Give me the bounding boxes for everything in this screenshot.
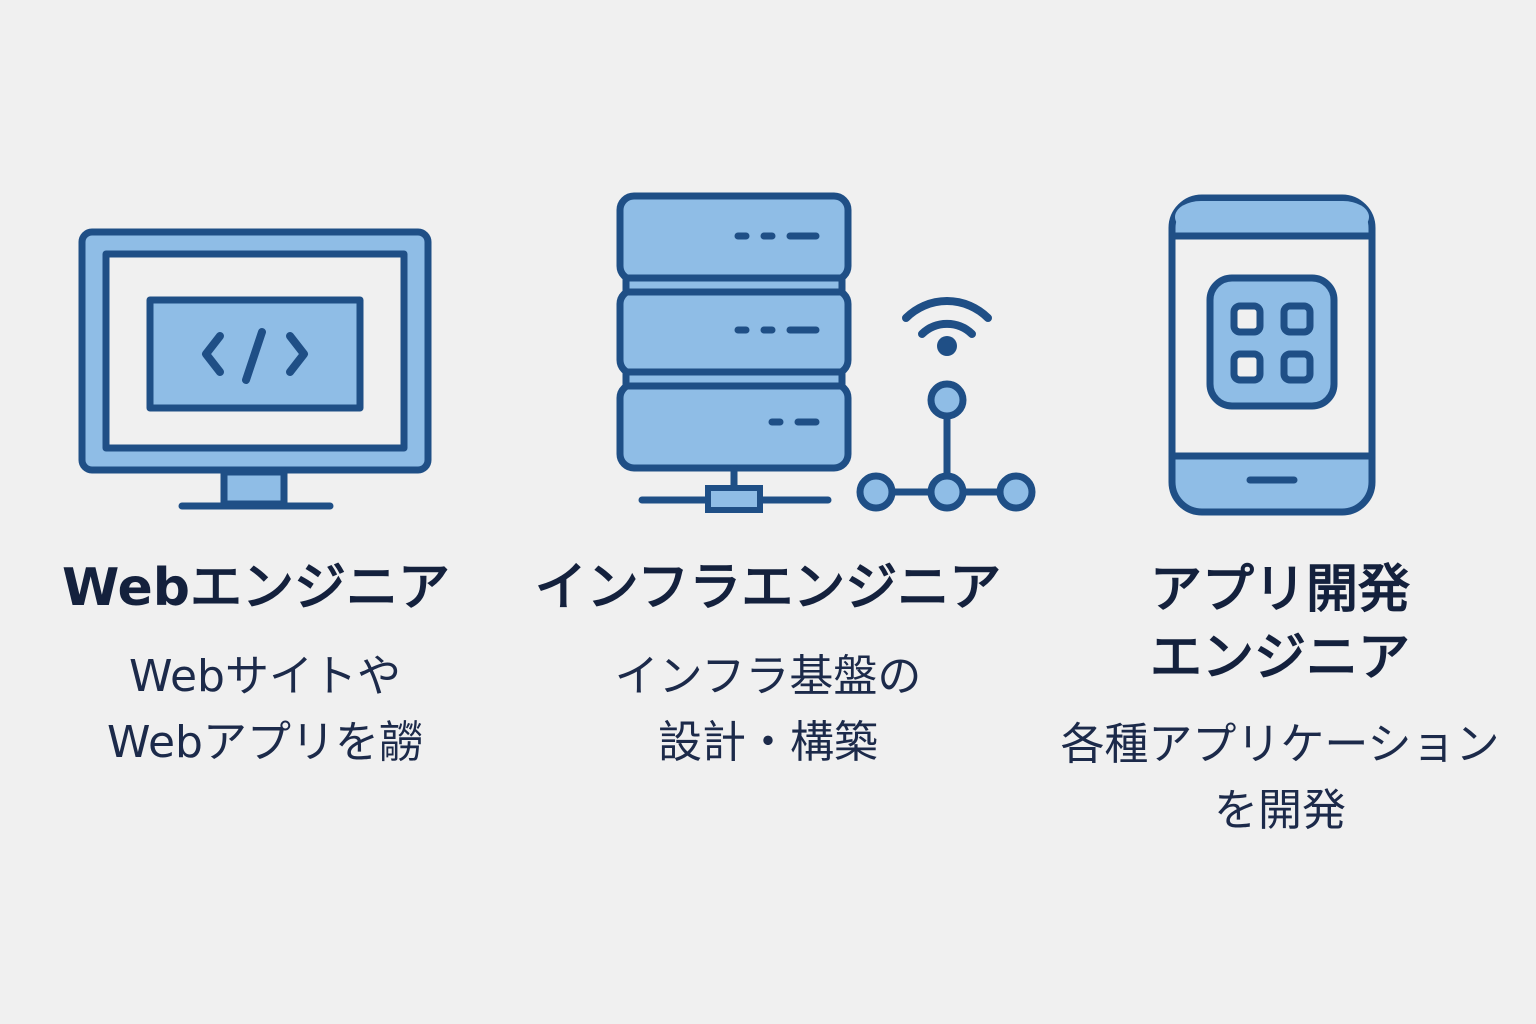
card-description: インフラ基盤の 設計・構築 (512, 644, 1024, 776)
card-description-line: Webアプリを髝 (107, 717, 423, 768)
smartphone-app-icon (1168, 194, 1376, 516)
card-web-engineer: Webエンジニア Webサイトや Webアプリを髝 (0, 0, 512, 1024)
card-title-line: エンジニア (1149, 628, 1410, 688)
card-description: Webサイトや Webアプリを髝 (18, 644, 512, 776)
card-title: アプリ開発 エンジニア (1024, 556, 1536, 692)
card-title-line: インフラエンジニア (534, 558, 1002, 618)
card-title: インフラエンジニア (512, 554, 1024, 622)
monitor-code-icon (78, 228, 432, 510)
card-infra-engineer: インフラエンジニア インフラ基盤の 設計・構築 (512, 0, 1036, 1024)
server-network-icon (616, 192, 1036, 513)
card-title-line: Webエンジニア (62, 558, 450, 618)
card-title: Webエンジニア (0, 554, 512, 622)
card-description-line: 各種アプリケーション (1060, 719, 1500, 770)
card-description-line: を開発 (1214, 785, 1346, 836)
card-description-line: Webサイトや (129, 651, 401, 702)
card-description-line: インフラ基盤の (614, 651, 922, 702)
card-description-line: 設計・構築 (658, 717, 878, 768)
card-app-engineer: アプリ開発 エンジニア 各種アプリケーション を開発 (1024, 0, 1536, 1024)
card-description: 各種アプリケーション を開発 (1024, 712, 1536, 844)
card-title-line: アプリ開発 (1149, 560, 1410, 620)
